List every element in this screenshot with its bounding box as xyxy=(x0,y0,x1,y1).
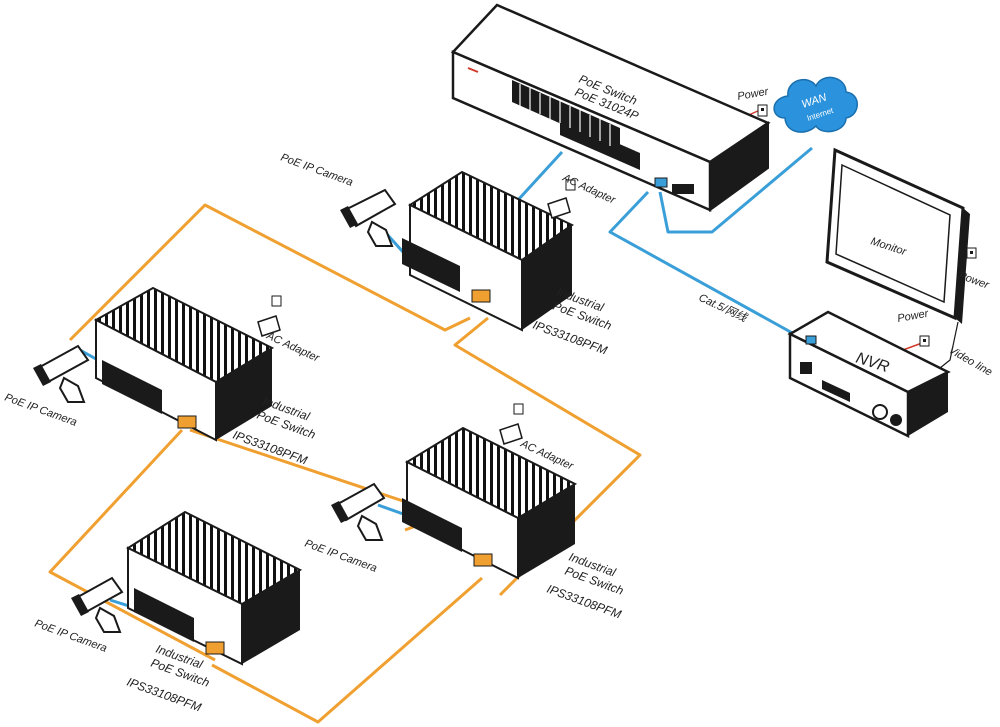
nvr: NVR Power Video line xyxy=(787,307,995,439)
ethernet-core-to-wan xyxy=(658,146,813,234)
monitor: Monitor Power xyxy=(825,147,992,373)
industrial-switch-2 xyxy=(93,286,275,442)
industrial-switch-4 xyxy=(125,510,303,666)
core-poe-switch: PoE Switch PoE 31024P xyxy=(450,3,771,212)
nvr-ethernet-port xyxy=(805,335,817,345)
nvr-power-label: Power xyxy=(896,307,930,324)
core-switch-uplink-port xyxy=(654,177,668,188)
nvr-video-label: Video line xyxy=(947,344,995,378)
ethernet-core-to-nvr xyxy=(608,190,806,342)
camera-2 xyxy=(33,344,90,403)
fiber-link-c xyxy=(48,428,216,662)
camera-4 xyxy=(71,576,124,633)
wan-cloud: WAN Internet xyxy=(773,76,858,133)
fiber-link-a xyxy=(68,203,471,342)
camera-1-label: PoE IP Camera xyxy=(279,152,355,189)
camera-3-label: PoE IP Camera xyxy=(303,538,379,575)
ethernet-core-to-switch1 xyxy=(516,150,564,202)
industrial-switch-3 xyxy=(402,426,578,580)
fiber-link-e xyxy=(211,576,483,724)
monitor-power-plug xyxy=(966,247,977,259)
camera-3 xyxy=(331,482,386,541)
core-power-outlet: Power xyxy=(736,85,771,117)
camera-1 xyxy=(340,188,397,247)
nvr-power-plug xyxy=(919,335,930,347)
core-power-label: Power xyxy=(736,85,770,102)
industrial-switch-1 xyxy=(402,170,574,332)
camera-4-label: PoE IP Camera xyxy=(33,618,109,655)
adapter-1: AC Adapter xyxy=(547,171,618,219)
